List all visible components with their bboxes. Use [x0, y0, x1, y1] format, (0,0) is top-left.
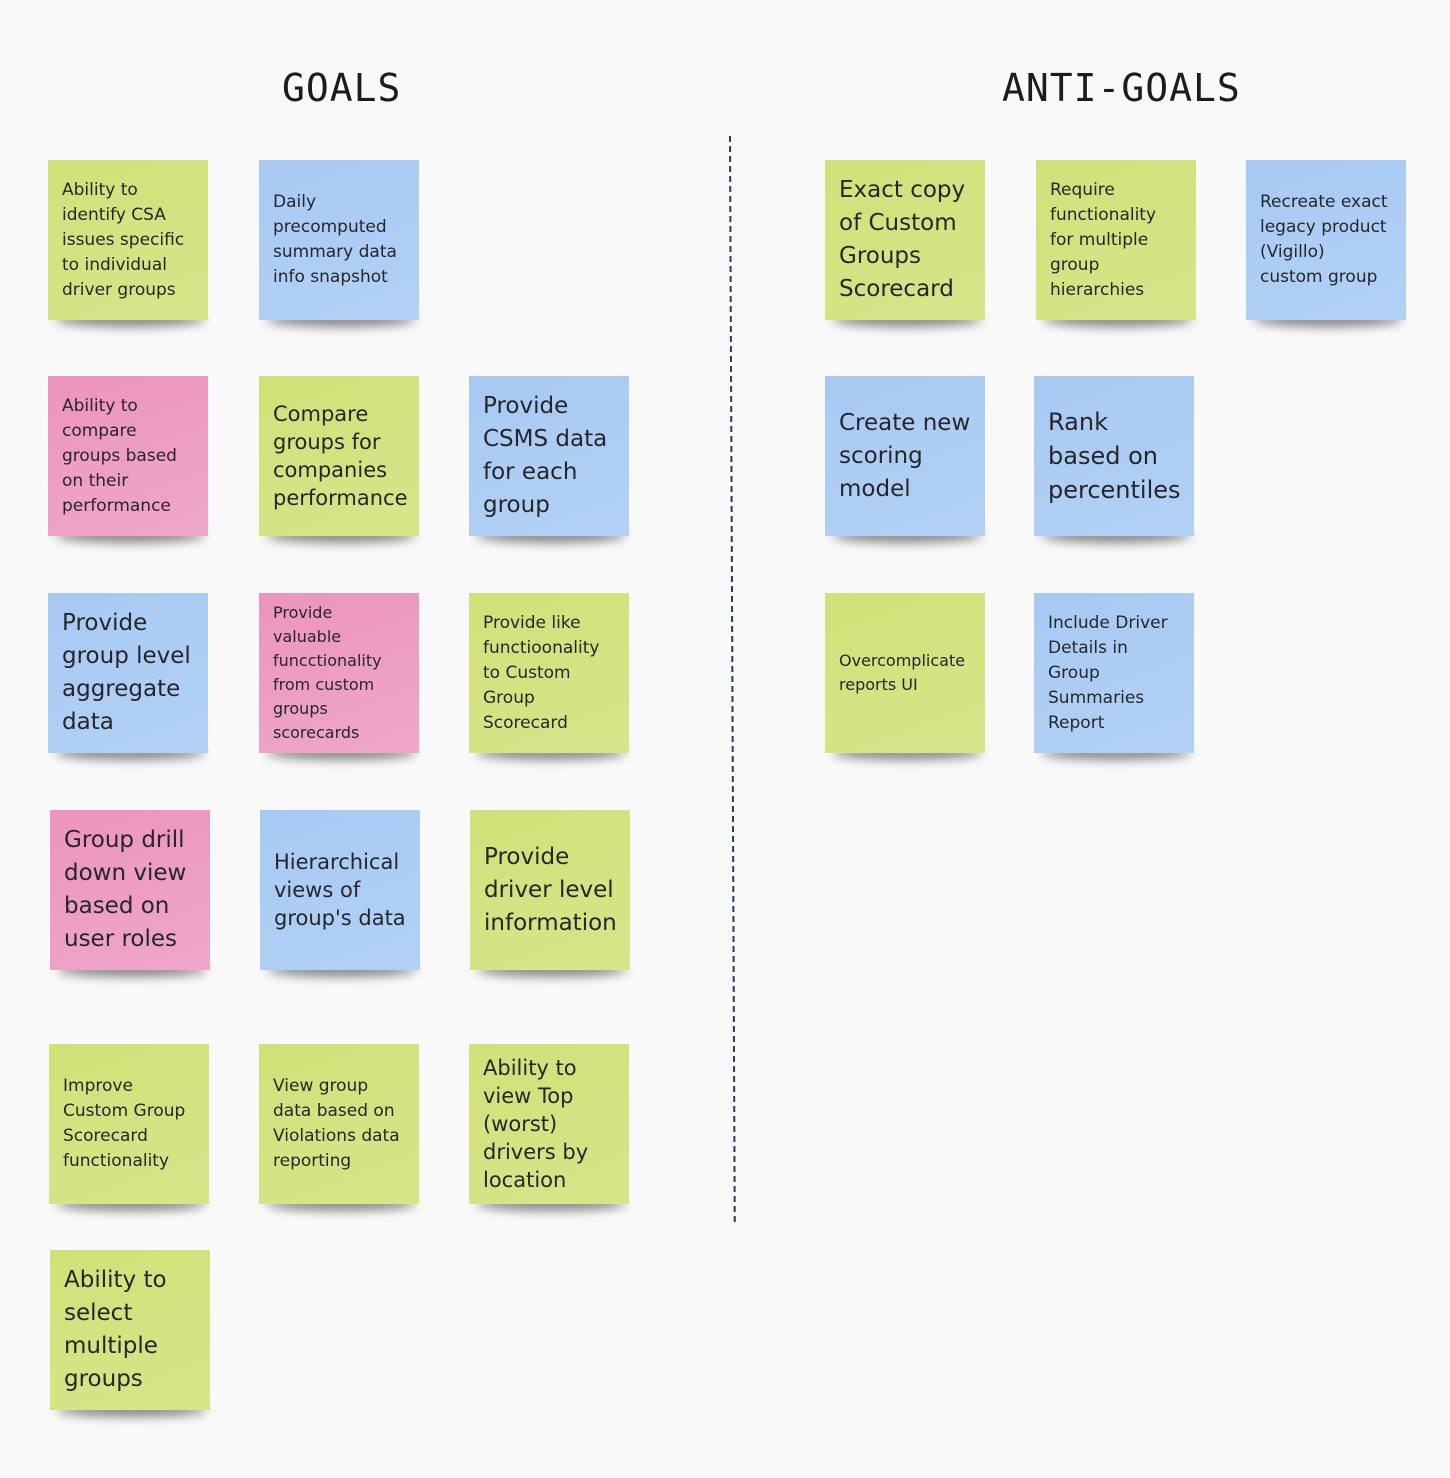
sticky-note-goal-1[interactable]: Ability to identify CSA issues specific …	[48, 160, 208, 320]
sticky-note-text: Provide driver level information	[484, 843, 617, 936]
sticky-note-anti-goal-5[interactable]: Rank based on percentiles	[1034, 376, 1194, 536]
sticky-note-anti-goal-7[interactable]: Include Driver Details in Group Summarie…	[1034, 593, 1194, 753]
sticky-note-anti-goal-6[interactable]: Overcomplicate reports UI	[825, 593, 985, 753]
sticky-note-goal-7[interactable]: Provide valuable funcctionality from cus…	[259, 593, 419, 753]
sticky-note-goal-6[interactable]: Provide group level aggregate data	[48, 593, 208, 753]
column-divider	[729, 135, 736, 1222]
sticky-note-goal-12[interactable]: Improve Custom Group Scorecard functiona…	[49, 1044, 209, 1204]
sticky-note-goal-2[interactable]: Daily precomputed summary data info snap…	[259, 160, 419, 320]
sticky-note-goal-4[interactable]: Compare groups for companies performance	[259, 376, 419, 536]
sticky-note-text: Ability to select multiple groups	[64, 1267, 167, 1392]
sticky-note-goal-5[interactable]: Provide CSMS data for each group	[469, 376, 629, 536]
sticky-note-text: Hierarchical views of group's data	[274, 850, 406, 930]
sticky-note-text: Recreate exact legacy product (Vigillo) …	[1260, 192, 1388, 287]
sticky-note-goal-9[interactable]: Group drill down view based on user role…	[50, 810, 210, 970]
sticky-note-anti-goal-1[interactable]: Exact copy of Custom Groups Scorecard	[825, 160, 985, 320]
sticky-note-text: Exact copy of Custom Groups Scorecard	[839, 177, 966, 302]
sticky-note-text: Provide like functioonality to Custom Gr…	[483, 612, 600, 733]
sticky-note-goal-10[interactable]: Hierarchical views of group's data	[260, 810, 420, 970]
sticky-note-text: Rank based on percentiles	[1048, 408, 1181, 504]
sticky-note-goal-11[interactable]: Provide driver level information	[470, 810, 630, 970]
sticky-note-text: Include Driver Details in Group Summarie…	[1048, 612, 1168, 733]
sticky-note-goal-8[interactable]: Provide like functioonality to Custom Gr…	[469, 593, 629, 753]
anti-goals-heading: ANTI-GOALS	[1002, 66, 1241, 110]
sticky-note-text: Improve Custom Group Scorecard functiona…	[63, 1076, 186, 1171]
sticky-note-text: Ability to identify CSA issues specific …	[62, 179, 185, 300]
sticky-note-text: View group data based on Violations data…	[273, 1076, 400, 1171]
sticky-note-text: Provide group level aggregate data	[62, 610, 191, 735]
sticky-note-text: Compare groups for companies performance	[273, 402, 408, 510]
sticky-note-text: Ability to compare groups based on their…	[62, 395, 177, 516]
sticky-note-anti-goal-4[interactable]: Create new scoring model	[825, 376, 985, 536]
sticky-note-goal-3[interactable]: Ability to compare groups based on their…	[48, 376, 208, 536]
sticky-note-text: Require functionality for multiple group…	[1050, 179, 1157, 300]
sticky-note-text: Ability to view Top (worst) drivers by l…	[483, 1056, 589, 1192]
sticky-note-anti-goal-3[interactable]: Recreate exact legacy product (Vigillo) …	[1246, 160, 1406, 320]
sticky-note-text: Provide valuable funcctionality from cus…	[273, 603, 382, 742]
sticky-note-text: Daily precomputed summary data info snap…	[273, 192, 397, 287]
sticky-note-anti-goal-2[interactable]: Require functionality for multiple group…	[1036, 160, 1196, 320]
sticky-note-goal-14[interactable]: Ability to view Top (worst) drivers by l…	[469, 1044, 629, 1204]
sticky-note-text: Provide CSMS data for each group	[483, 393, 608, 518]
sticky-note-text: Group drill down view based on user role…	[64, 827, 187, 952]
goals-heading: GOALS	[282, 66, 402, 110]
sticky-note-text: Create new scoring model	[839, 409, 971, 502]
sticky-note-text: Overcomplicate reports UI	[839, 651, 966, 694]
sticky-note-goal-13[interactable]: View group data based on Violations data…	[259, 1044, 419, 1204]
sticky-note-goal-15[interactable]: Ability to select multiple groups	[50, 1250, 210, 1410]
